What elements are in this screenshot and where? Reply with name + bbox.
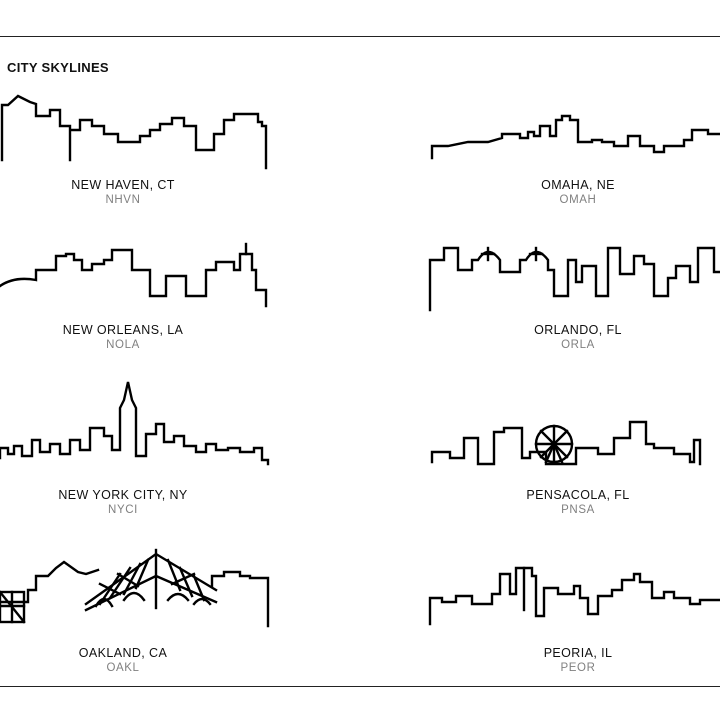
city-code: PNSA bbox=[561, 504, 595, 516]
city-name: OAKLAND, CA bbox=[78, 646, 168, 660]
city-code: PEOR bbox=[560, 662, 596, 674]
city-name: PEORIA, IL bbox=[543, 646, 613, 660]
city-code: OAKL bbox=[106, 662, 140, 674]
orlando-skyline bbox=[428, 246, 720, 312]
page-title: CITY SKYLINES bbox=[7, 60, 109, 75]
city-caption-new-york-city: NEW YORK CITY, NY NYCI bbox=[23, 488, 223, 517]
city-name: NEW YORK CITY, NY bbox=[58, 488, 188, 502]
city-name: ORLANDO, FL bbox=[534, 323, 622, 337]
omaha-skyline bbox=[430, 114, 720, 160]
oakland-skyline bbox=[0, 548, 270, 628]
new-orleans-skyline bbox=[0, 242, 268, 308]
city-caption-peoria: PEORIA, IL PEOR bbox=[478, 646, 678, 675]
city-caption-oakland: OAKLAND, CA OAKL bbox=[23, 646, 223, 675]
city-name: OMAHA, NE bbox=[541, 178, 615, 192]
city-caption-pensacola: PENSACOLA, FL PNSA bbox=[478, 488, 678, 517]
city-caption-omaha: OMAHA, NE OMAH bbox=[478, 178, 678, 207]
bottom-rule bbox=[0, 686, 720, 687]
city-code: ORLA bbox=[561, 339, 595, 351]
city-caption-new-haven: NEW HAVEN, CT NHVN bbox=[23, 178, 223, 207]
city-name: PENSACOLA, FL bbox=[526, 488, 630, 502]
new-york-city-skyline bbox=[0, 381, 270, 466]
city-caption-new-orleans: NEW ORLEANS, LA NOLA bbox=[23, 323, 223, 352]
city-code: NHVN bbox=[105, 194, 141, 206]
top-rule bbox=[0, 36, 720, 37]
city-code: OMAH bbox=[559, 194, 597, 206]
peoria-skyline bbox=[428, 566, 720, 626]
city-code: NYCI bbox=[108, 504, 138, 516]
new-haven-skyline bbox=[0, 94, 268, 170]
city-caption-orlando: ORLANDO, FL ORLA bbox=[478, 323, 678, 352]
city-name: NEW ORLEANS, LA bbox=[62, 323, 184, 337]
pensacola-skyline bbox=[430, 420, 702, 466]
city-name: NEW HAVEN, CT bbox=[71, 178, 175, 192]
city-code: NOLA bbox=[106, 339, 140, 351]
